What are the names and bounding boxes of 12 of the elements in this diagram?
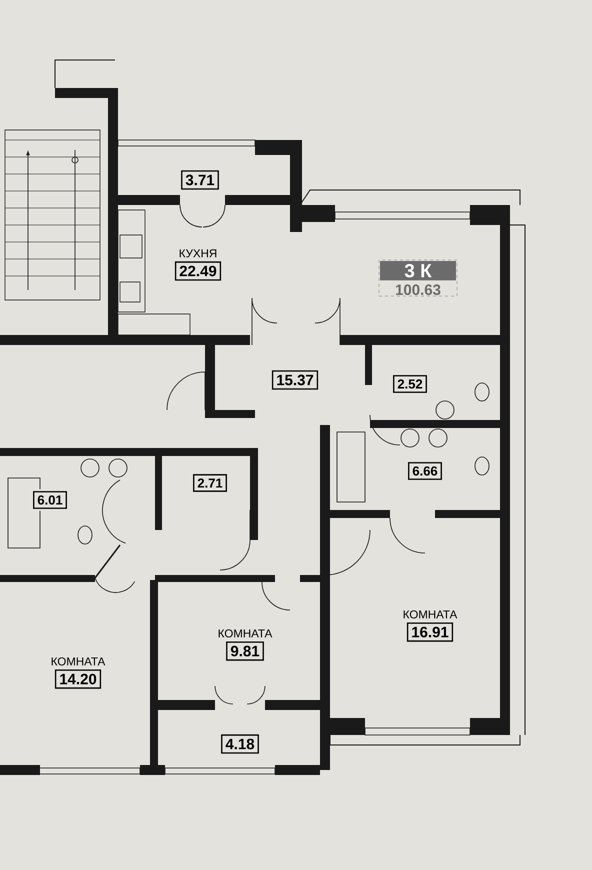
room-label: 6.66 [406, 460, 444, 482]
room-label: 3.71 [179, 168, 221, 192]
room-label: 6.01 [31, 489, 69, 511]
room-label: 2.71 [191, 472, 229, 494]
room-label: 3 К 100.63 [378, 260, 458, 296]
room-label: КОМНАТА 9.81 [216, 627, 274, 663]
room-label: КУХНЯ 22.49 [172, 247, 224, 283]
room-label: 15.37 [270, 368, 320, 392]
room-label: 4.18 [219, 732, 261, 756]
room-label: КОМНАТА 14.20 [48, 655, 108, 691]
room-label: 2.52 [391, 373, 429, 395]
room-label: КОМНАТА 16.91 [400, 608, 460, 644]
